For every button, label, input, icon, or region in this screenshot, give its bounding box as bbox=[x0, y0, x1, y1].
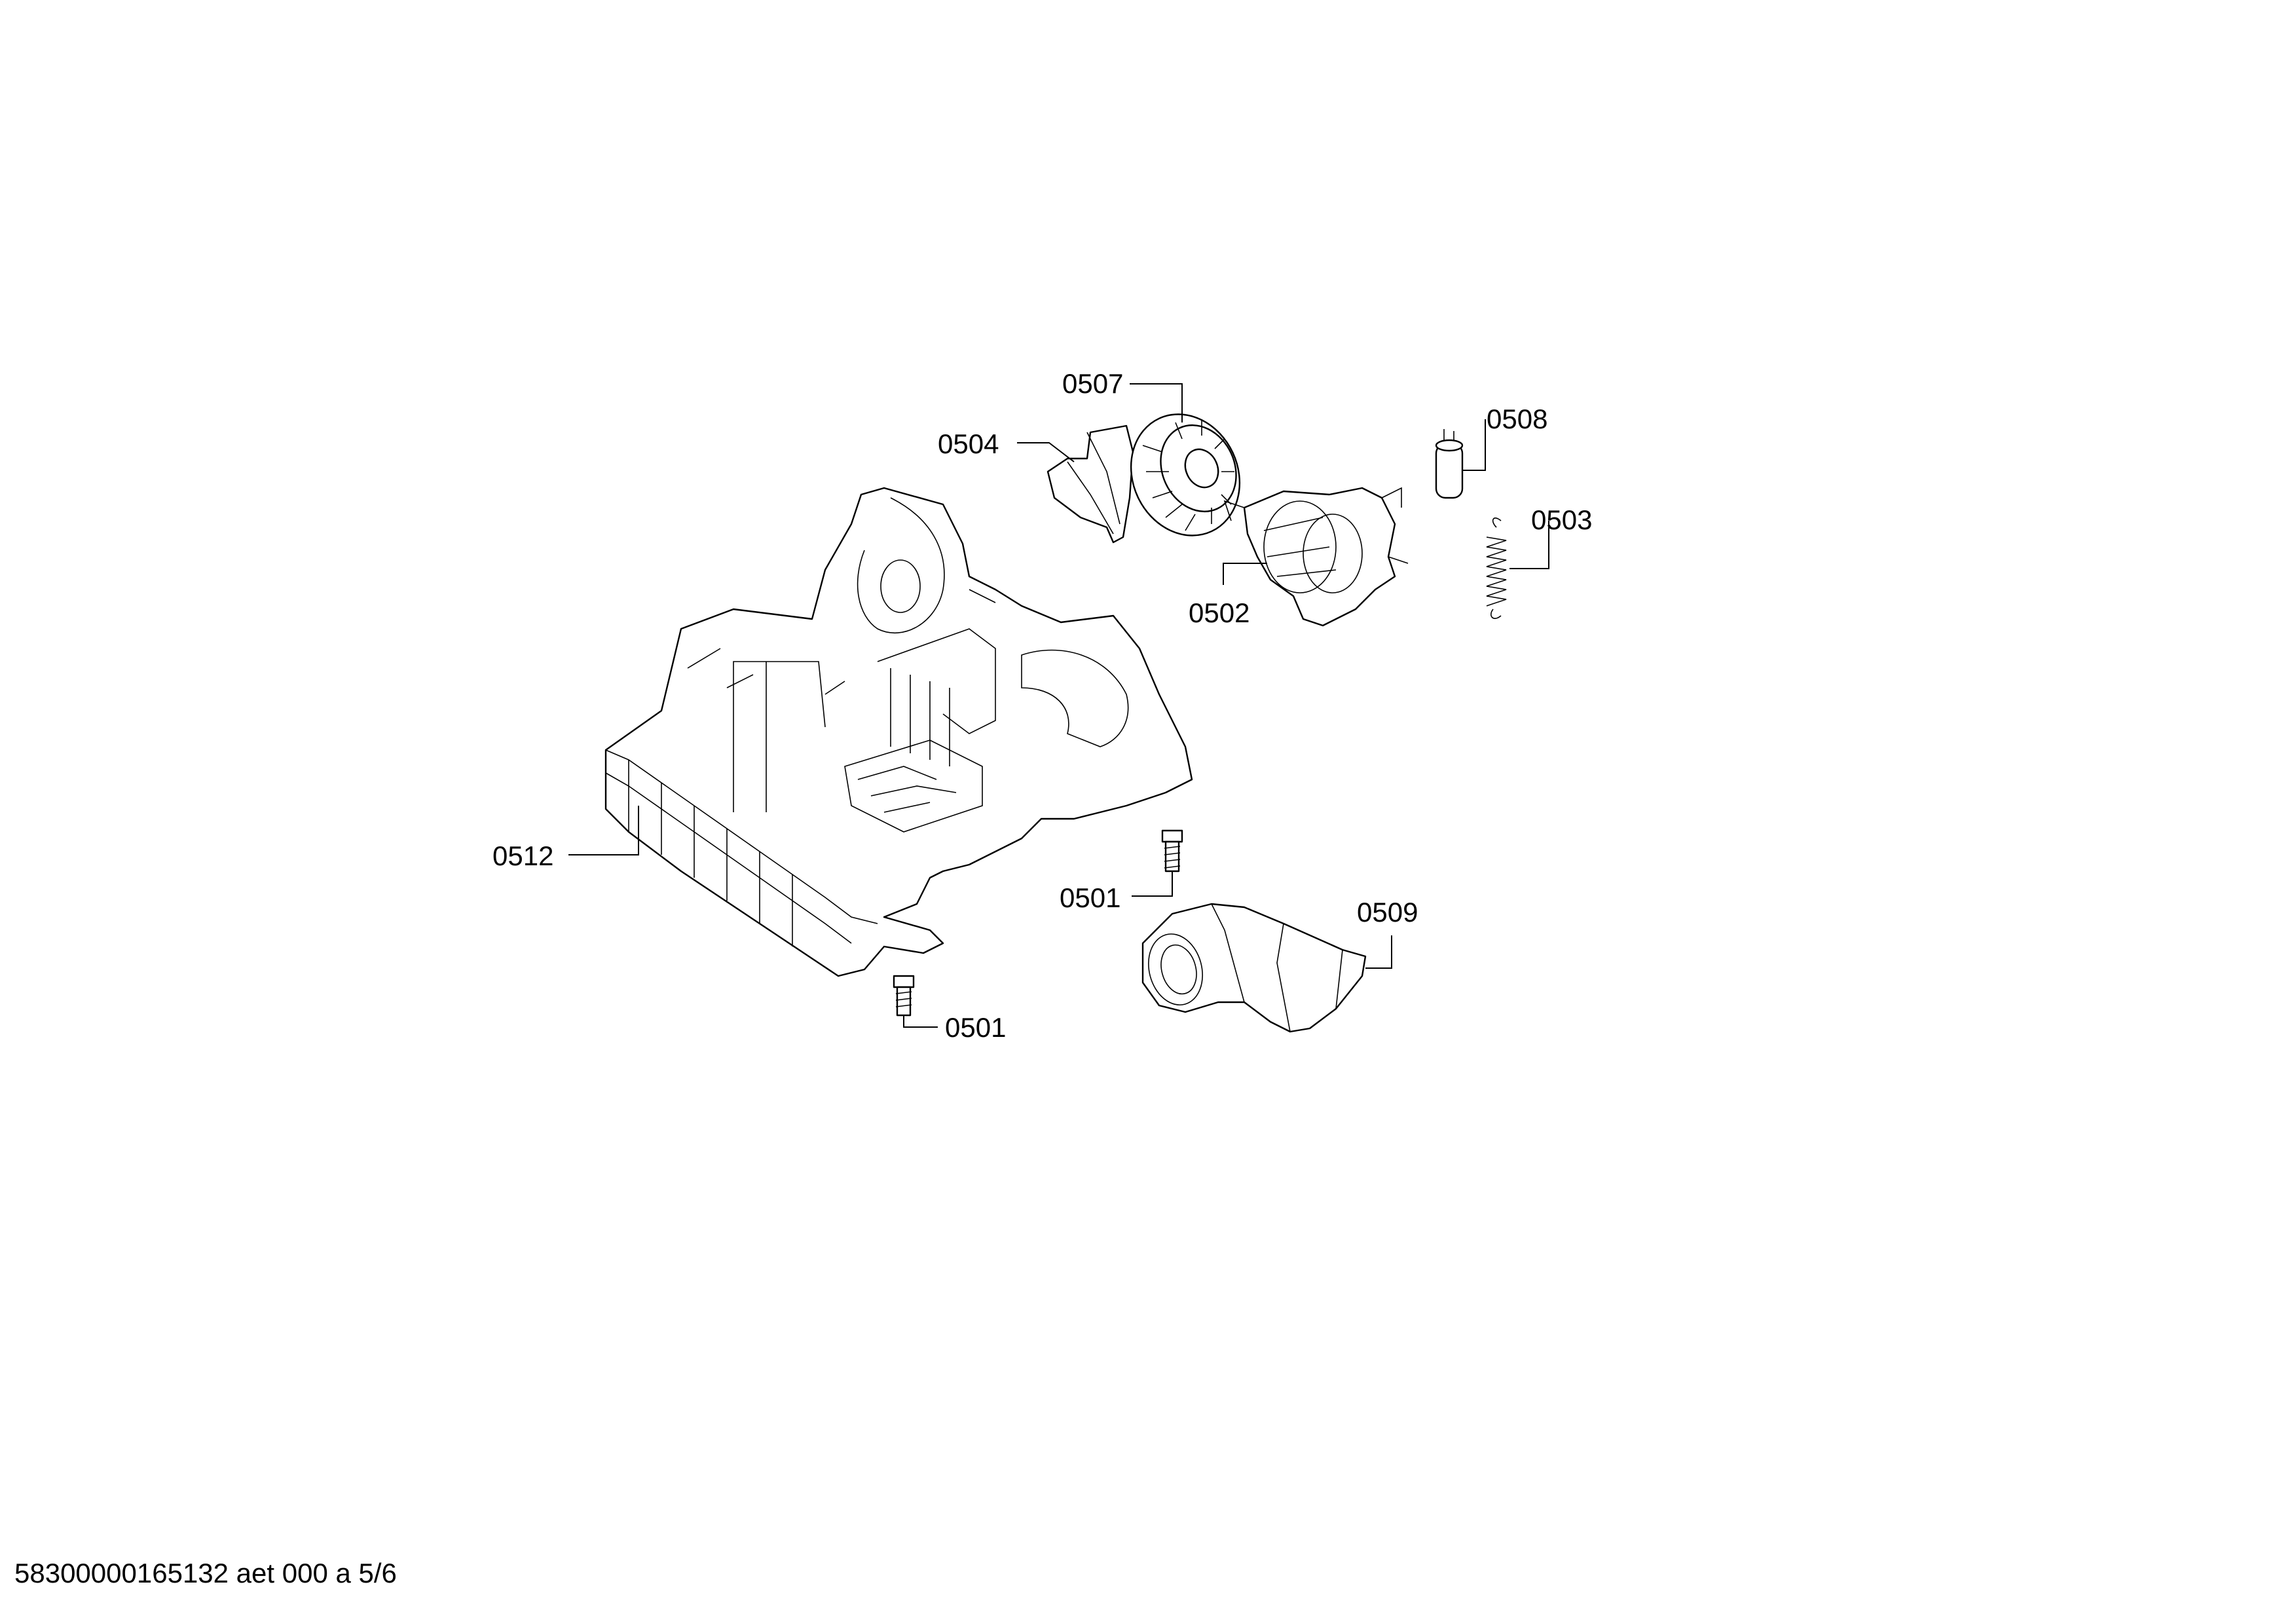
part-0501-screw-lower bbox=[893, 975, 915, 1017]
leader-0504 bbox=[1017, 442, 1075, 462]
callout-0507: 0507 bbox=[1062, 368, 1123, 399]
callout-0509: 0509 bbox=[1357, 897, 1418, 928]
leader-0502 bbox=[1223, 563, 1267, 585]
callout-0503: 0503 bbox=[1531, 504, 1592, 535]
callout-0508: 0508 bbox=[1487, 404, 1547, 434]
part-0509-air-duct bbox=[1141, 903, 1367, 1033]
callout-0504: 0504 bbox=[938, 428, 999, 459]
leader-0512 bbox=[568, 806, 639, 855]
leader-0503 bbox=[1509, 521, 1549, 569]
leader-0508 bbox=[1462, 419, 1486, 471]
leader-0501b bbox=[903, 1015, 938, 1028]
part-0501-screw-upper bbox=[1161, 829, 1183, 873]
part-0504-cover bbox=[1046, 424, 1134, 544]
document-id: 58300000165132 aet 000 a 5/6 bbox=[14, 1558, 397, 1588]
part-0508-capacitor bbox=[1435, 429, 1464, 499]
part-0503-spring bbox=[1486, 517, 1507, 619]
callout-0502: 0502 bbox=[1189, 597, 1250, 628]
callout-0501-upper: 0501 bbox=[1060, 882, 1120, 913]
callout-0512: 0512 bbox=[492, 840, 553, 871]
part-0512-base-frame bbox=[604, 487, 1193, 977]
leader-0501a bbox=[1132, 871, 1173, 897]
leader-lines bbox=[568, 383, 1549, 1028]
callout-0501-lower: 0501 bbox=[945, 1012, 1006, 1043]
leader-0507 bbox=[1130, 383, 1183, 422]
leader-0509 bbox=[1365, 935, 1392, 969]
part-0507-fan-impeller bbox=[1130, 413, 1241, 536]
part-0502-motor bbox=[1223, 487, 1409, 627]
